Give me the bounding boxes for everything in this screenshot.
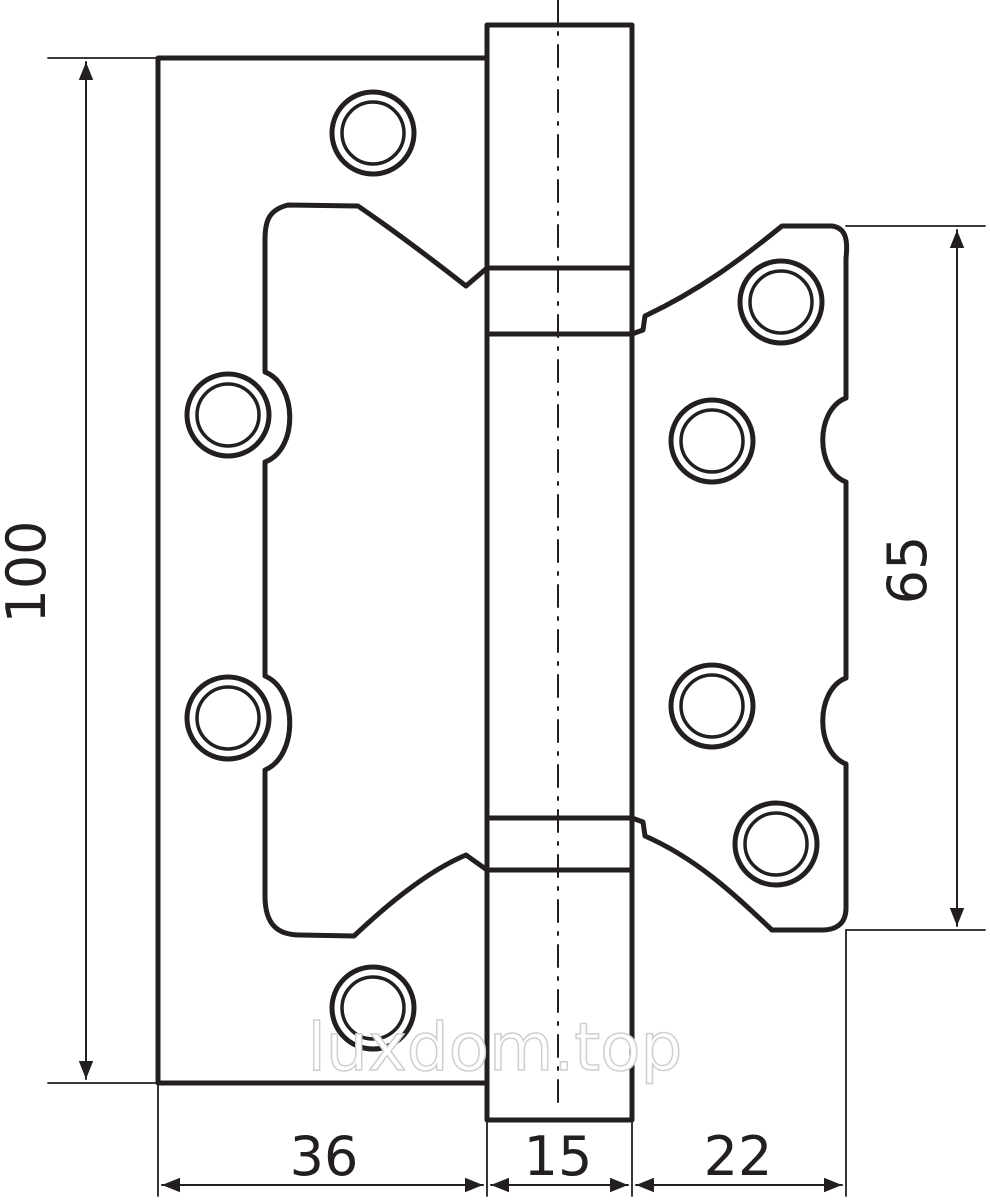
screw-hole xyxy=(679,408,745,474)
outer-leaf-cutout xyxy=(262,202,490,939)
watermark-text: luxdom.top xyxy=(308,1009,683,1086)
dimension-inner-height-label: 65 xyxy=(876,536,939,605)
extension-lines xyxy=(47,57,986,1197)
screw-hole xyxy=(195,382,261,448)
screw-hole xyxy=(195,685,261,751)
screw-hole xyxy=(340,975,406,1041)
dimension-knuckle-width-label: 15 xyxy=(524,1125,593,1188)
screw-hole xyxy=(329,89,417,177)
inner-leaf-outline xyxy=(629,223,850,933)
outer-leaf-outline xyxy=(155,55,490,1086)
hinge-knuckle xyxy=(484,22,635,1123)
dimension-inner-leaf-width-label: 22 xyxy=(704,1125,773,1188)
screw-hole xyxy=(737,258,825,346)
screw-hole xyxy=(184,371,272,459)
outer-leaf-screw-holes xyxy=(184,89,417,1052)
screw-hole xyxy=(748,269,814,335)
screw-hole xyxy=(340,100,406,166)
screw-hole xyxy=(184,674,272,762)
screw-hole xyxy=(668,397,756,485)
dimension-height-label: 100 xyxy=(0,520,58,623)
dimension-leaf-width-label: 36 xyxy=(290,1125,359,1188)
screw-hole xyxy=(679,673,745,739)
inner-leaf-screw-holes xyxy=(668,258,825,888)
screw-hole xyxy=(732,800,820,888)
screw-hole xyxy=(329,964,417,1052)
screw-hole xyxy=(668,662,756,750)
screw-hole xyxy=(743,811,809,877)
